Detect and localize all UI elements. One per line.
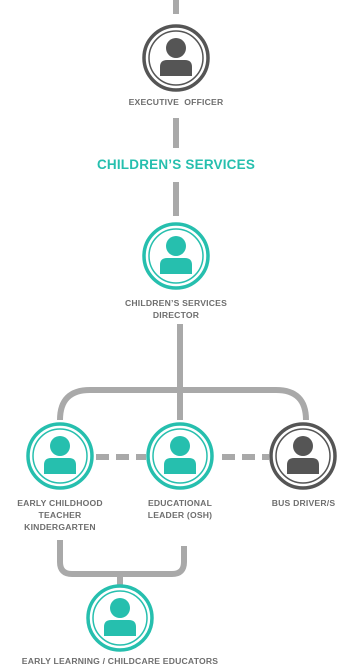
person-icon <box>142 222 210 290</box>
services-director-line1: CHILDREN’S SERVICES <box>124 298 227 308</box>
services-director-line2: DIRECTOR <box>152 310 200 320</box>
node-educators <box>86 584 154 652</box>
early-childhood-teacher-line3: KINDERGARTEN <box>24 522 96 532</box>
executive-officer-text: EXECUTIVE OFFICER <box>128 97 224 107</box>
label-early-childhood-teacher: EARLY CHILDHOOD TEACHER KINDERGARTEN <box>0 497 120 533</box>
label-educators: EARLY LEARNING / CHILDCARE EDUCATORS <box>0 655 240 667</box>
connector-bracket <box>57 387 309 421</box>
label-services-director: CHILDREN’S SERVICES DIRECTOR <box>86 297 266 321</box>
person-icon <box>269 422 337 490</box>
person-icon <box>142 24 210 92</box>
bus-driver-text: BUS DRIVER/S <box>271 498 336 508</box>
node-services-director <box>142 222 210 290</box>
section-title-text: CHILDREN’S SERVICES <box>96 157 256 172</box>
node-bus-driver <box>269 422 337 490</box>
person-icon <box>26 422 94 490</box>
connectors <box>57 0 309 586</box>
educational-leader-line2: LEADER (OSH) <box>147 510 213 520</box>
person-icon <box>86 584 154 652</box>
person-icon <box>146 422 214 490</box>
node-executive-officer <box>142 24 210 92</box>
node-early-childhood-teacher <box>26 422 94 490</box>
educational-leader-line1: EDUCATIONAL <box>147 498 213 508</box>
label-bus-driver: BUS DRIVER/S <box>256 497 351 509</box>
connector-bottom-bracket <box>57 540 187 577</box>
label-educational-leader: EDUCATIONAL LEADER (OSH) <box>130 497 230 521</box>
node-educational-leader <box>146 422 214 490</box>
label-executive-officer: EXECUTIVE OFFICER <box>96 96 256 108</box>
section-title: CHILDREN’S SERVICES <box>56 157 296 172</box>
early-childhood-teacher-line1: EARLY CHILDHOOD <box>17 498 103 508</box>
educators-text: EARLY LEARNING / CHILDCARE EDUCATORS <box>21 656 219 666</box>
early-childhood-teacher-line2: TEACHER <box>38 510 82 520</box>
